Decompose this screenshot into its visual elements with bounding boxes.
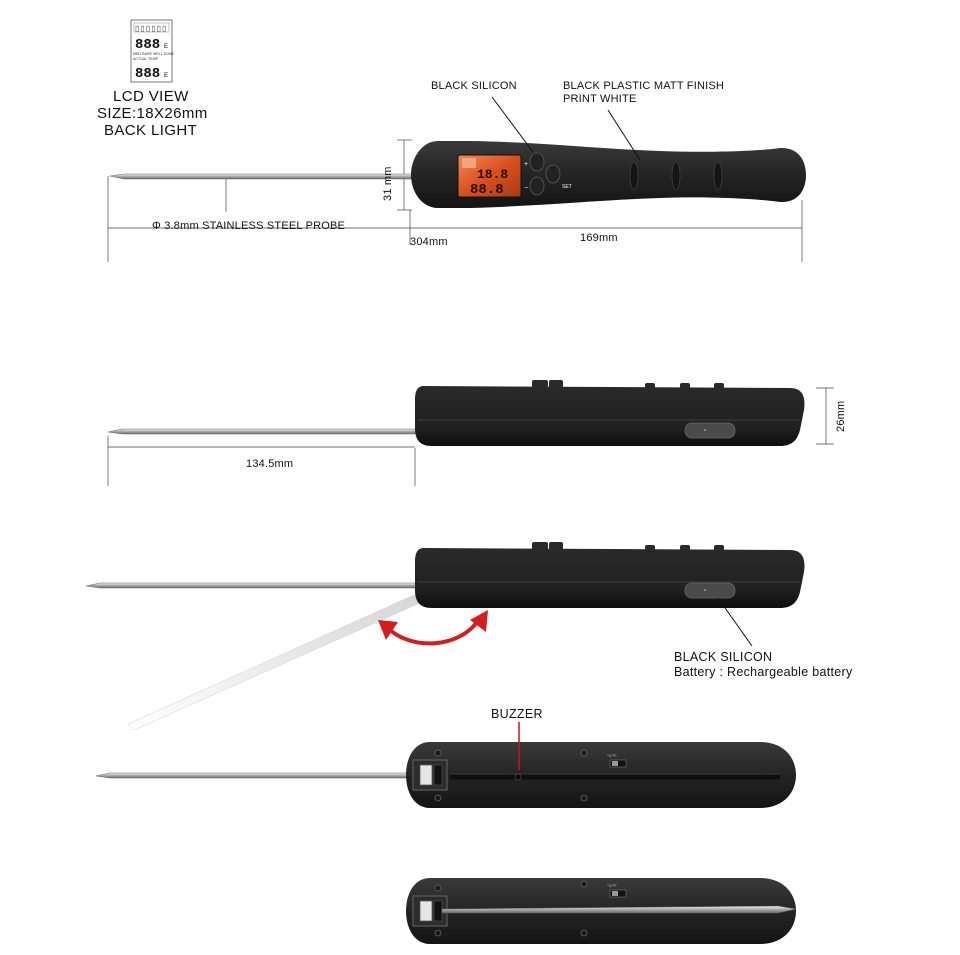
- svg-text:88.8: 88.8: [470, 182, 504, 198]
- probe-callout: Φ 3.8mm STAINLESS STEEL PROBE: [152, 220, 346, 232]
- fold-rotation-arrow: [378, 610, 488, 646]
- probe-folded-stowed: [441, 905, 797, 914]
- thickness-dimension: 26mm: [835, 400, 847, 432]
- svg-text:°C/°F: °C/°F: [607, 753, 617, 758]
- silicon-switch-side[interactable]: [684, 422, 736, 439]
- svg-text:E: E: [164, 44, 168, 50]
- lcd-view-icon: ▯▯▯▯▯▯ 888 E MED RARE WELL DONE ACTUAL T…: [130, 19, 175, 83]
- probe-top-view: [109, 173, 413, 180]
- lcd-screen: 18.8 88.8: [457, 154, 522, 198]
- battery-callout: Battery : Rechargeable battery: [674, 665, 853, 679]
- probe-side-view-2: [85, 582, 421, 589]
- leader-lines-top: [491, 96, 641, 161]
- leader-line-side: [717, 597, 753, 647]
- probe-ghost-folded: [127, 593, 421, 731]
- silicon-switch-side-2[interactable]: [684, 582, 736, 599]
- height-dimension: 31 mm: [382, 166, 394, 201]
- svg-text:SET: SET: [562, 184, 572, 190]
- thermometer-body-bottom-2: °C/°F: [406, 878, 797, 944]
- total-length-dimension: 304mm: [410, 236, 448, 248]
- thermometer-body-side-2: [415, 542, 805, 608]
- buzzer-hole: [514, 773, 522, 781]
- plastic-callout-line1: BLACK PLASTIC MATT FINISH: [563, 80, 725, 92]
- dimension-lines-side: [107, 387, 834, 486]
- buzzer-callout: BUZZER: [491, 707, 543, 721]
- svg-text:+: +: [524, 161, 528, 168]
- svg-text:888: 888: [135, 37, 160, 53]
- plus-button[interactable]: [529, 152, 545, 172]
- top-silicon-callout: BLACK SILICON: [431, 80, 517, 92]
- lcd-size-label: SIZE:18X26mm: [97, 105, 208, 122]
- control-buttons[interactable]: + − SET: [524, 152, 572, 196]
- lcd-backlight-label: BACK LIGHT: [104, 122, 198, 139]
- probe-bottom-view: [95, 772, 421, 779]
- svg-text:E: E: [164, 73, 168, 79]
- set-button[interactable]: [545, 164, 561, 184]
- plastic-callout-line2: PRINT WHITE: [563, 93, 637, 105]
- minus-button[interactable]: [529, 176, 545, 196]
- svg-text:888: 888: [135, 66, 160, 82]
- lcd-view-label: LCD VIEW: [113, 88, 189, 105]
- probe-length-dimension: 134.5mm: [246, 458, 294, 470]
- svg-text:ACTUAL TEMP: ACTUAL TEMP: [133, 57, 159, 61]
- side-silicon-callout: BLACK SILICON: [674, 650, 773, 664]
- svg-text:−: −: [524, 185, 528, 192]
- probe-side-view: [107, 428, 421, 435]
- thermometer-body-side: [415, 380, 805, 446]
- svg-text:▯▯▯▯▯▯: ▯▯▯▯▯▯: [135, 24, 167, 33]
- svg-text:°C/°F: °C/°F: [607, 883, 617, 888]
- svg-text:MED RARE WELL DONE: MED RARE WELL DONE: [133, 52, 175, 56]
- body-length-dimension: 169mm: [580, 232, 618, 244]
- thermometer-body-bottom: °C/°F: [406, 742, 796, 808]
- svg-text:18.8: 18.8: [477, 167, 508, 182]
